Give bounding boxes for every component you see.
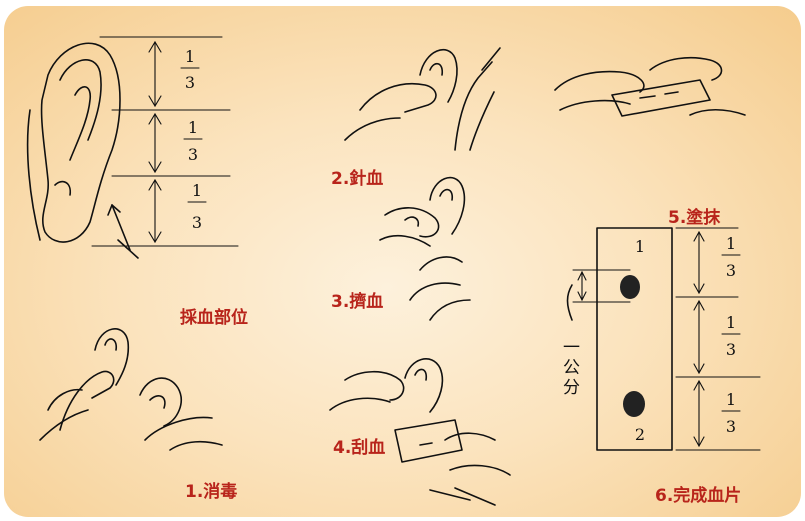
label-step1: 1.消毒 [185,482,238,502]
step6-slide-drawing: 1 2 [566,227,761,451]
fraction-numerator: 1 [726,234,736,253]
label-step4: 4.刮血 [333,438,386,458]
fraction-denominator: 3 [188,145,198,164]
ear-fraction-1: 1 3 [180,47,200,92]
step4-scrape-drawing [329,358,511,506]
step5-smear-drawing [554,56,746,117]
ear-sampling-diagram [26,36,239,259]
one-centimeter-text: 一公分 [563,338,580,398]
slide-fraction-3: 1 3 [721,390,741,436]
label-step6: 6.完成血片 [655,486,742,506]
step1-disinfect-drawing [39,328,223,451]
fraction-denominator: 3 [726,340,736,359]
ear-fraction-3: 1 3 [187,181,207,232]
fraction-denominator: 3 [185,73,195,92]
step3-squeeze-drawing [379,176,471,321]
label-step3: 3.擠血 [331,292,384,312]
slide-bottom-label: 2 [635,425,645,444]
label-sampling-site: 採血部位 [180,308,248,328]
fraction-numerator: 1 [188,118,198,137]
fraction-numerator: 1 [726,313,736,332]
label-step5: 5.塗抹 [668,208,721,228]
ear-fraction-2: 1 3 [183,118,203,164]
background-panel [4,6,801,517]
fraction-numerator: 1 [192,181,202,200]
fraction-denominator: 3 [726,261,736,280]
slide-top-label: 1 [635,237,645,256]
fraction-numerator: 1 [726,390,736,409]
fraction-denominator: 3 [726,417,736,436]
slide-fraction-1: 1 3 [721,234,741,280]
step2-prick-drawing [344,47,501,151]
fraction-numerator: 1 [185,47,195,66]
slide-fraction-2: 1 3 [721,313,741,359]
fraction-denominator: 3 [192,213,202,232]
label-step2: 2.針血 [331,169,384,189]
